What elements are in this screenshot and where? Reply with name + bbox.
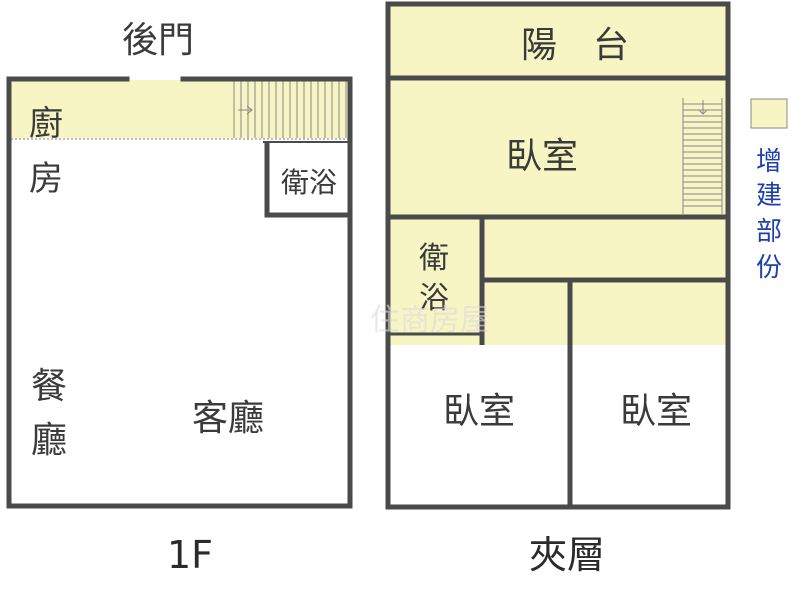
floor-mezzanine: 陽 台 臥室 衛 浴 臥室 臥室 夾層	[385, 1, 731, 577]
legend-swatch	[750, 98, 788, 129]
mezzanine-caption: 夾層	[529, 533, 605, 577]
balcony-label: 陽 台	[521, 25, 629, 66]
legend-text-1: 增	[756, 147, 782, 177]
legend: 增 建 部 份	[750, 98, 788, 283]
bedroom-left-label: 臥室	[443, 391, 515, 432]
bedroom-left-extension-area	[484, 282, 568, 345]
staircase-1f	[233, 80, 347, 138]
dining-label-line2: 廳	[31, 420, 67, 461]
bathroom-label-mezz-line1: 衛	[419, 241, 449, 276]
dining-label-line1: 餐	[31, 366, 67, 407]
bathroom-label-1f: 衛浴	[281, 166, 337, 199]
bedroom-extension-label: 臥室	[506, 136, 578, 177]
bathroom-wall-1f	[264, 142, 350, 218]
bathroom-label-mezz-line2: 浴	[419, 281, 449, 316]
bedroom-extension-area	[390, 80, 727, 215]
bathroom-area-mezz	[390, 219, 481, 345]
bedroom-right-extension-area	[572, 282, 727, 345]
floor-1f: 後門 廚 房 衛浴 餐 廳 客廳 1F	[6, 20, 353, 577]
watermark-text: 住商房屋	[370, 303, 490, 338]
kitchen-label-line2: 房	[29, 159, 63, 199]
balcony-area	[390, 6, 727, 77]
kitchen-extension-area	[11, 80, 349, 138]
back-door-label: 後門	[122, 20, 194, 61]
legend-text-3: 部	[756, 217, 782, 247]
legend-text-2: 建	[756, 181, 782, 211]
walls-1f	[6, 76, 353, 509]
bedroom-right-label: 臥室	[620, 391, 692, 432]
legend-text-4: 份	[756, 253, 782, 283]
kitchen-label-line1: 廚	[29, 104, 63, 144]
living-room-label: 客廳	[192, 398, 264, 439]
walls-mezzanine	[385, 1, 731, 510]
floor-1f-caption: 1F	[167, 533, 213, 577]
staircase-mezzanine	[682, 98, 723, 214]
corridor-extension-area	[484, 219, 727, 278]
